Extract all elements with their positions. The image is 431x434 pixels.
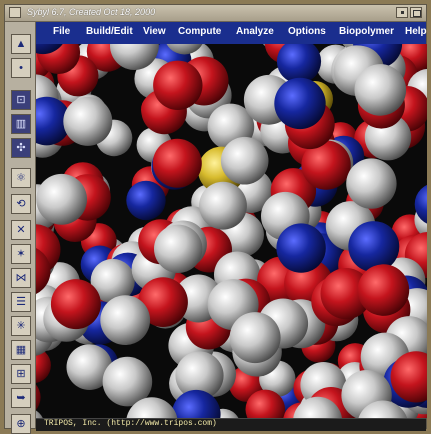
atom-sphere (138, 277, 188, 327)
atom-sphere (36, 410, 43, 418)
atom-sphere (100, 295, 151, 345)
atom-sphere (66, 344, 113, 390)
atom-sphere (152, 138, 202, 188)
atom-sphere (229, 312, 281, 364)
tool-palette: ▲ • ⊡ ▥ ✣ Reset ⚛ ⟲ ✕ ✶ ⋈ ☰ ✳ ▦ ⊞ ➥ ⊕ (5, 22, 36, 434)
atom-cluster-icon[interactable]: ✣ (11, 138, 31, 158)
grid-table-icon[interactable]: ▦ (11, 340, 31, 360)
up-arrow-icon[interactable]: ▲ (11, 34, 31, 54)
grid-icon[interactable]: ⊞ (11, 364, 31, 384)
atom-sphere (276, 44, 322, 84)
menu-help[interactable]: Help (405, 26, 427, 37)
atom-sphere (357, 264, 410, 316)
atom-sphere (36, 347, 51, 384)
atom-sphere (63, 96, 113, 146)
menu-file[interactable]: File (53, 26, 71, 37)
menu-build-edit[interactable]: Build/Edit (86, 26, 133, 37)
space-filling-molecule (36, 44, 427, 418)
atom-sphere (154, 224, 203, 273)
atom-sphere (390, 351, 427, 403)
stack-icon[interactable]: ☰ (11, 292, 31, 312)
atom-sphere (50, 279, 101, 330)
atom-sphere (171, 389, 221, 418)
title-bar[interactable]: Sybyl 6.7, Created Oct 18, 2000 (5, 5, 426, 22)
menu-analyze[interactable]: Analyze (236, 26, 274, 37)
atom-sphere (199, 181, 247, 230)
atom-sphere (90, 258, 135, 304)
molecule-viewport[interactable] (36, 44, 427, 418)
atom-sphere (346, 158, 397, 209)
atom-sphere (126, 397, 178, 418)
bond-icon[interactable]: ✶ (11, 244, 31, 264)
atom-sphere (354, 64, 407, 116)
atom-sphere (320, 268, 372, 320)
atom-sphere (102, 356, 153, 407)
molecule-area-icon[interactable]: ⊡ (11, 90, 31, 110)
atom-sphere (36, 173, 87, 225)
atom-sphere (36, 248, 51, 294)
menu-options[interactable]: Options (288, 26, 326, 37)
atom-sphere (276, 223, 326, 273)
window-title: Sybyl 6.7, Created Oct 18, 2000 (27, 7, 156, 17)
export-arrow-icon[interactable]: ➥ (11, 388, 31, 408)
network-icon[interactable]: ✳ (11, 316, 31, 336)
menu-compute[interactable]: Compute (178, 26, 222, 37)
atom-sphere (358, 400, 408, 418)
rotate-molecule-icon[interactable]: ⟲ (11, 194, 31, 214)
menu-biopolymer[interactable]: Biopolymer (339, 26, 395, 37)
atom-sphere (126, 180, 166, 221)
atom-sphere (110, 44, 159, 70)
reset-molecule-icon[interactable]: ⚛ (11, 168, 31, 188)
minimize-button[interactable] (396, 7, 408, 18)
atom-sphere (36, 384, 41, 410)
target-icon[interactable]: ⊕ (11, 414, 31, 434)
atom-sphere (153, 60, 203, 110)
zoom-molecule-icon[interactable]: ✕ (11, 220, 31, 240)
atom-sphere (175, 351, 224, 400)
status-text: TRIPOS, Inc. (http://www.tripos.com) (44, 419, 217, 428)
atom-sphere (414, 184, 427, 224)
chain-icon[interactable]: ⋈ (11, 268, 31, 288)
window-menu-button[interactable] (9, 7, 21, 18)
atom-sphere (220, 136, 269, 185)
atom-sphere (274, 77, 326, 130)
maximize-button[interactable] (410, 7, 422, 18)
atom-sphere (301, 140, 351, 190)
atom-sphere (293, 396, 342, 418)
atom-sphere (348, 221, 400, 273)
panel-icon[interactable]: ▥ (11, 114, 31, 134)
atom-sphere (245, 389, 286, 418)
dot-icon[interactable]: • (11, 58, 31, 78)
menu-bar: File Build/Edit View Compute Analyze Opt… (36, 22, 427, 44)
atom-sphere (166, 44, 203, 55)
atom-sphere (36, 44, 63, 55)
menu-view[interactable]: View (143, 26, 166, 37)
atom-sphere (36, 96, 71, 146)
application-window: Sybyl 6.7, Created Oct 18, 2000 ▲ • ⊡ ▥ … (4, 4, 427, 434)
status-bar: TRIPOS, Inc. (http://www.tripos.com) (36, 418, 426, 431)
